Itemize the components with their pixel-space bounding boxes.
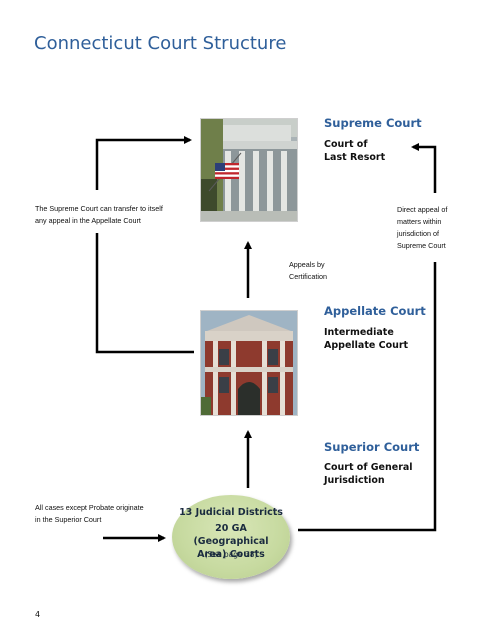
see-page-label: (See page 38) <box>204 550 258 559</box>
direct-appeal-arrow-upper <box>411 143 437 193</box>
appellate-court-name: Appellate Court <box>324 304 426 318</box>
transfer-note: The Supreme Court can transfer to itself… <box>35 204 163 225</box>
superior-court-description: Court of General Jurisdiction <box>324 462 413 486</box>
appellate-court-photo <box>200 310 298 416</box>
transfer-arrow-upper <box>95 136 192 190</box>
supreme-court-name: Supreme Court <box>324 116 422 130</box>
appellate-court-description: Intermediate Appellate Court <box>324 327 409 351</box>
originate-note: All cases except Probate originate in th… <box>35 503 144 524</box>
superior-court-name: Superior Court <box>324 440 420 454</box>
certification-note: Appeals by Certification <box>289 260 327 281</box>
lower-courts-ellipse: 13 Judicial Districts 20 GA (Geographica… <box>172 495 290 579</box>
direct-appeal-note: Direct appeal of matters within jurisdic… <box>397 205 448 250</box>
supreme-court-description: Court of Last Resort <box>324 139 386 163</box>
direct-appeal-arrow <box>298 262 437 532</box>
page-title: Connecticut Court Structure <box>34 33 287 54</box>
ga-courts-label: 20 GA (Geographical Area) Courts <box>193 523 269 560</box>
transfer-arrow <box>95 233 194 354</box>
supreme-court-photo <box>200 118 298 222</box>
judicial-districts-label: 13 Judicial Districts <box>179 507 283 518</box>
page-number: 4 <box>35 610 41 619</box>
